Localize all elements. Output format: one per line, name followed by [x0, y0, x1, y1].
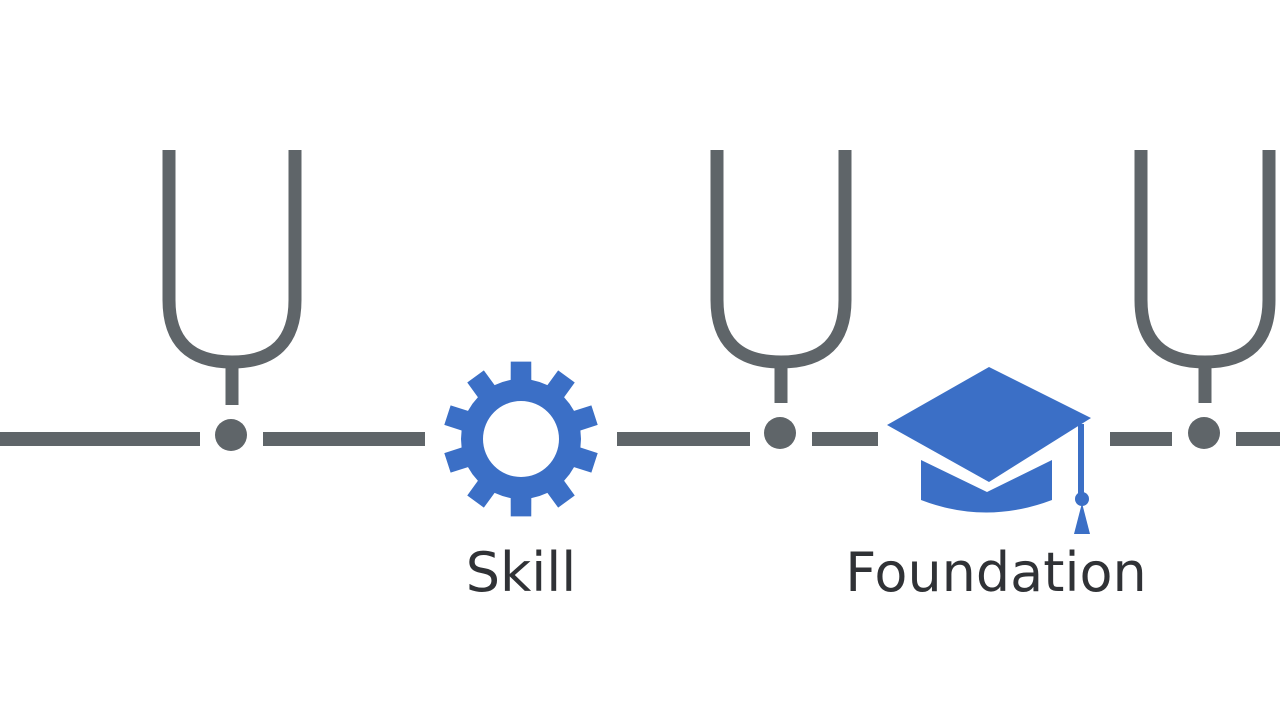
timeline-node — [215, 419, 247, 451]
label-skill: Skill — [465, 541, 577, 604]
label-foundation: Foundation — [845, 541, 1147, 604]
fork-icon — [162, 150, 302, 405]
timeline-node — [1188, 417, 1220, 449]
timeline-node — [764, 417, 796, 449]
fork-icon — [1134, 150, 1276, 403]
fork-icon — [710, 150, 852, 403]
gear-icon — [444, 361, 598, 517]
graduation-cap-icon — [887, 367, 1091, 534]
gear-shape — [444, 361, 598, 517]
